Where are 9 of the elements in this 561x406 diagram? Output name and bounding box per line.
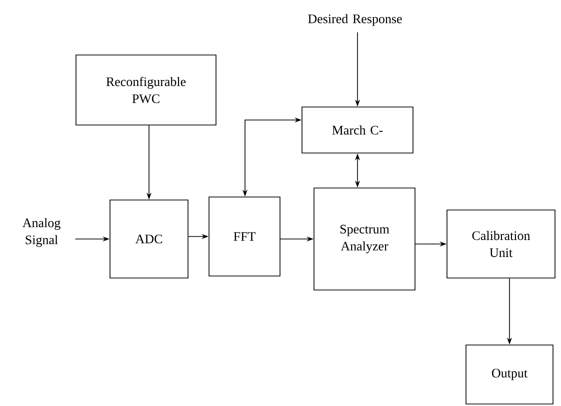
process-box: Output bbox=[466, 344, 554, 404]
process-box: Reconfigurable PWC bbox=[76, 54, 216, 126]
process-box: Spectrum Analyzer bbox=[314, 188, 416, 290]
process-box: FFT bbox=[208, 196, 280, 276]
text-label: Desired Response bbox=[308, 14, 402, 26]
process-box: March C- bbox=[302, 106, 414, 154]
process-box: ADC bbox=[110, 200, 188, 278]
text-label: Analog Signal bbox=[22, 218, 60, 247]
process-box: Calibration Unit bbox=[446, 210, 556, 278]
